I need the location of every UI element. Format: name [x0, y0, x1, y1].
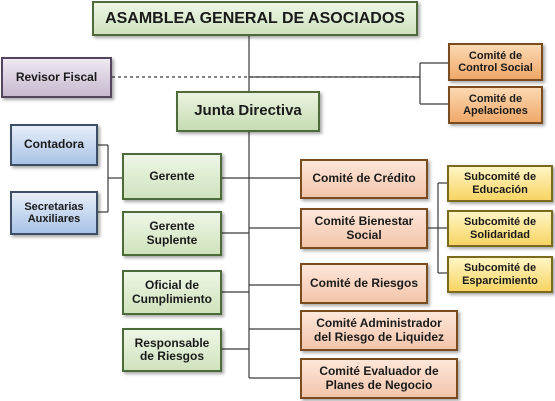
- planes-box: Comité Evaluador de Planes de Negocio: [300, 358, 458, 399]
- credito-label: Comité de Crédito: [312, 171, 416, 186]
- bienestar-box: Comité Bienestar Social: [300, 208, 428, 249]
- contadora-box: Contadora: [10, 124, 98, 166]
- solidaridad-box: Subcomité de Solidaridad: [447, 210, 553, 247]
- riesgos-label: Comité de Riesgos: [309, 275, 419, 290]
- oficial-label: Oficial de Cumplimiento: [132, 278, 212, 306]
- contadora-label: Contadora: [24, 137, 84, 152]
- asamblea-box: ASAMBLEA GENERAL DE ASOCIADOS: [92, 1, 418, 36]
- esparcimiento-label: Subcomité de Esparcimiento: [462, 262, 538, 287]
- asamblea-label: ASAMBLEA GENERAL DE ASOCIADOS: [105, 9, 405, 27]
- riesgos-box: Comité de Riesgos: [300, 263, 428, 304]
- responsable-label: Responsable de Riesgos: [134, 335, 210, 363]
- gerente-label: Gerente: [149, 168, 195, 183]
- revisor-box: Revisor Fiscal: [1, 57, 112, 98]
- control-social-box: Comité de Control Social: [448, 43, 543, 81]
- junta-box: Junta Directiva: [176, 91, 320, 132]
- apelaciones-box: Comité de Apelaciones: [448, 86, 543, 124]
- oficial-box: Oficial de Cumplimiento: [122, 270, 222, 315]
- control-social-label: Comité de Control Social: [458, 49, 533, 74]
- liquidez-label: Comité Administrador del Riesgo de Liqui…: [313, 316, 444, 344]
- solidaridad-label: Subcomité de Solidaridad: [463, 216, 537, 241]
- secretarias-box: Secretarias Auxiliares: [10, 191, 98, 235]
- gerente-box: Gerente: [122, 153, 222, 200]
- esparcimiento-box: Subcomité de Esparcimiento: [447, 256, 553, 293]
- educacion-box: Subcomité de Educación: [447, 165, 553, 202]
- gerente-suplente-label: Gerente Suplente: [146, 219, 198, 247]
- secretarias-label: Secretarias Auxiliares: [24, 200, 84, 225]
- bienestar-label: Comité Bienestar Social: [314, 214, 414, 242]
- credito-box: Comité de Crédito: [300, 159, 428, 199]
- revisor-label: Revisor Fiscal: [15, 69, 98, 84]
- gerente-suplente-box: Gerente Suplente: [122, 211, 222, 256]
- liquidez-box: Comité Administrador del Riesgo de Liqui…: [300, 310, 458, 351]
- educacion-label: Subcomité de Educación: [463, 171, 537, 196]
- junta-label: Junta Directiva: [194, 102, 302, 120]
- responsable-box: Responsable de Riesgos: [122, 328, 222, 372]
- planes-label: Comité Evaluador de Planes de Negocio: [319, 364, 439, 392]
- apelaciones-label: Comité de Apelaciones: [463, 92, 528, 117]
